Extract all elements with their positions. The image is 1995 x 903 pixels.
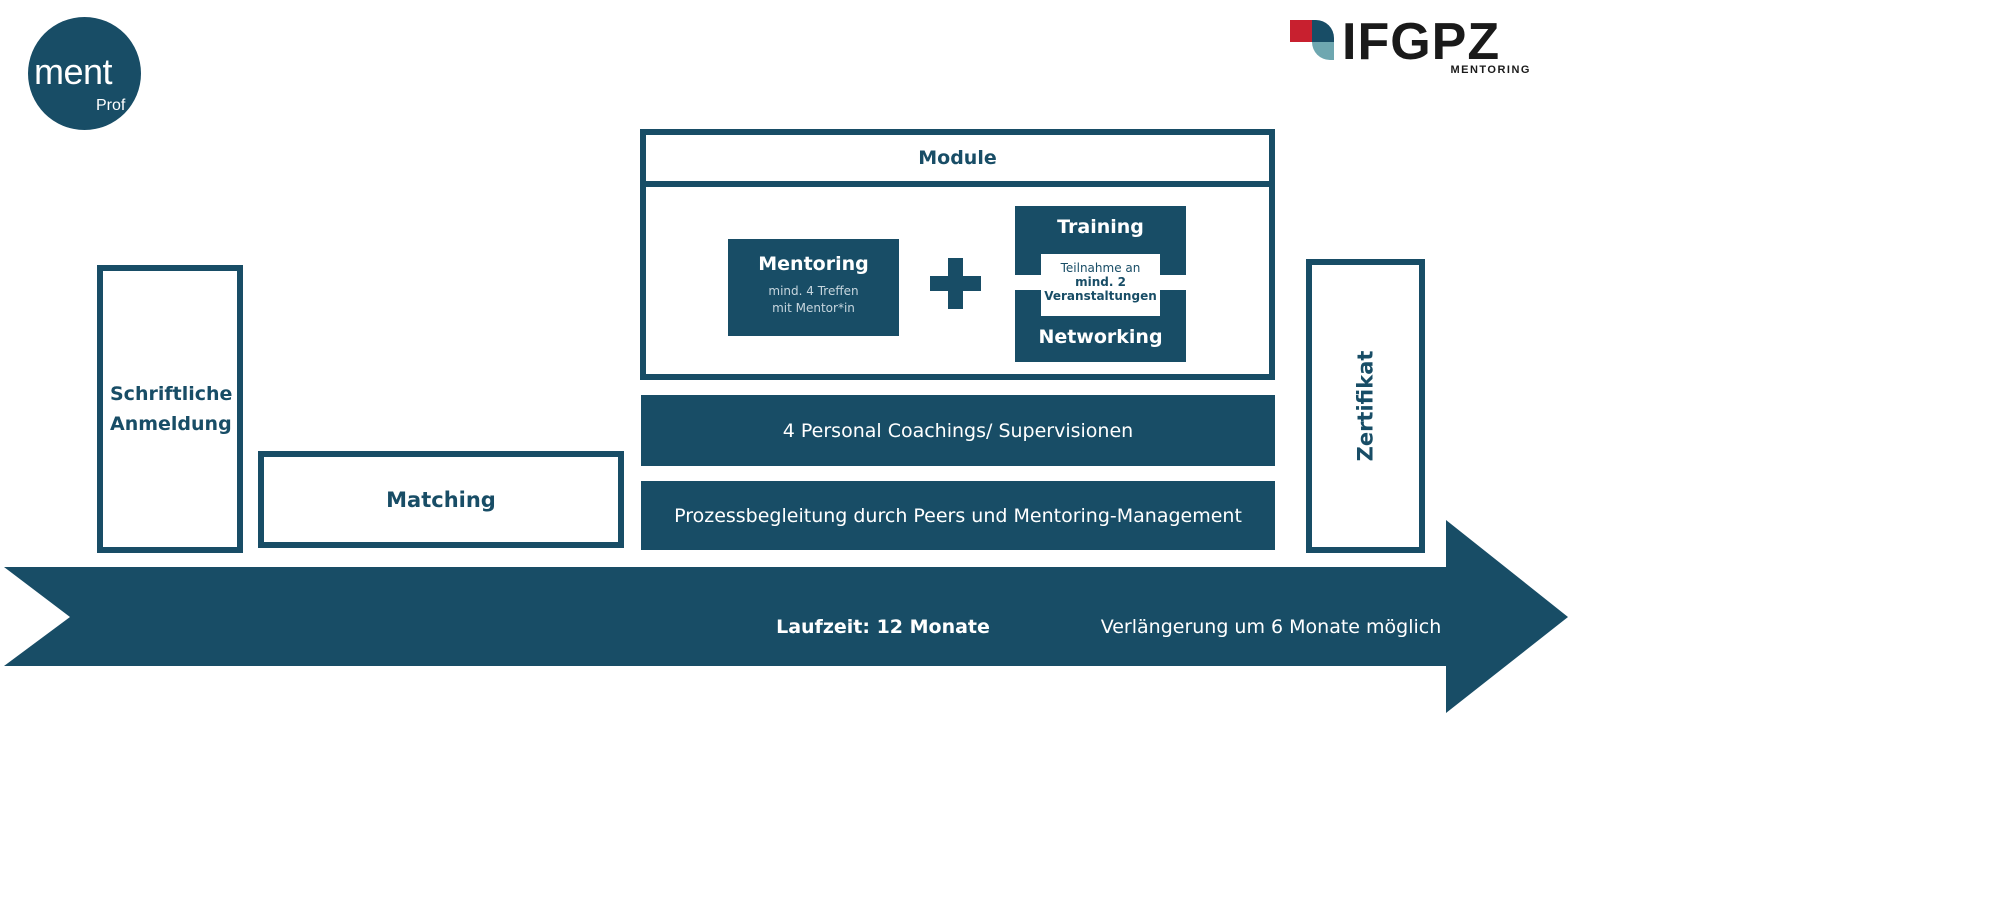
coaching-bar: 4 Personal Coachings/ Supervisionen <box>641 395 1275 466</box>
certificate-label: Zertifikat <box>1353 350 1378 462</box>
training-networking-module: Training Networking Teilnahme an mind. 2… <box>1015 206 1186 362</box>
ifgpz-logo: IFGPZ MENTORING <box>1290 13 1535 80</box>
process-bar: Prozessbegleitung durch Peers und Mentor… <box>641 481 1275 550</box>
mentoring-detail-line1: mind. 4 Treffen <box>768 284 859 298</box>
mentprof-logo-sub: Prof <box>96 97 126 114</box>
mentoring-module: Mentoring mind. 4 Treffen mit Mentor*in <box>728 239 899 336</box>
logo-red-square <box>1290 20 1312 42</box>
coaching-label: 4 Personal Coachings/ Supervisionen <box>782 419 1134 442</box>
modules-title: Module <box>918 147 997 169</box>
extension-label: Verlängerung um 6 Monate möglich <box>1100 616 1442 638</box>
logo-blue-shape <box>1312 20 1334 42</box>
mentoring-title: Mentoring <box>758 253 869 275</box>
ifgpz-logo-name: IFGPZ <box>1342 13 1501 71</box>
mentprof-logo-word: ment <box>34 51 113 92</box>
registration-step: Schriftliche Anmeldung <box>97 265 243 553</box>
participation-line1: Teilnahme an <box>1060 261 1141 275</box>
mentoring-detail: mind. 4 Treffen mit Mentor*in <box>728 283 899 317</box>
matching-step: Matching <box>258 451 624 548</box>
certificate-step: Zertifikat <box>1306 259 1425 553</box>
participation-line3: Veranstaltungen <box>1044 289 1157 303</box>
participation-note: Teilnahme an mind. 2 Veranstaltungen <box>1041 254 1160 316</box>
ifgpz-logo-tagline: MENTORING <box>1450 64 1531 76</box>
mentprof-logo: ment Prof <box>28 17 141 130</box>
networking-title: Networking <box>1038 326 1163 348</box>
participation-line2: mind. 2 <box>1075 275 1126 289</box>
training-title: Training <box>1057 216 1144 238</box>
plus-icon <box>930 258 981 309</box>
registration-label: Schriftliche Anmeldung <box>110 383 233 435</box>
duration-label: Laufzeit: 12 Monate <box>776 616 990 638</box>
timeline-arrow <box>4 520 1568 713</box>
mentoring-detail-line2: mit Mentor*in <box>772 301 855 315</box>
logo-teal-shape <box>1312 42 1334 60</box>
process-label: Prozessbegleitung durch Peers und Mentor… <box>674 504 1242 527</box>
modules-header: Module <box>646 135 1269 187</box>
matching-label: Matching <box>386 487 496 512</box>
